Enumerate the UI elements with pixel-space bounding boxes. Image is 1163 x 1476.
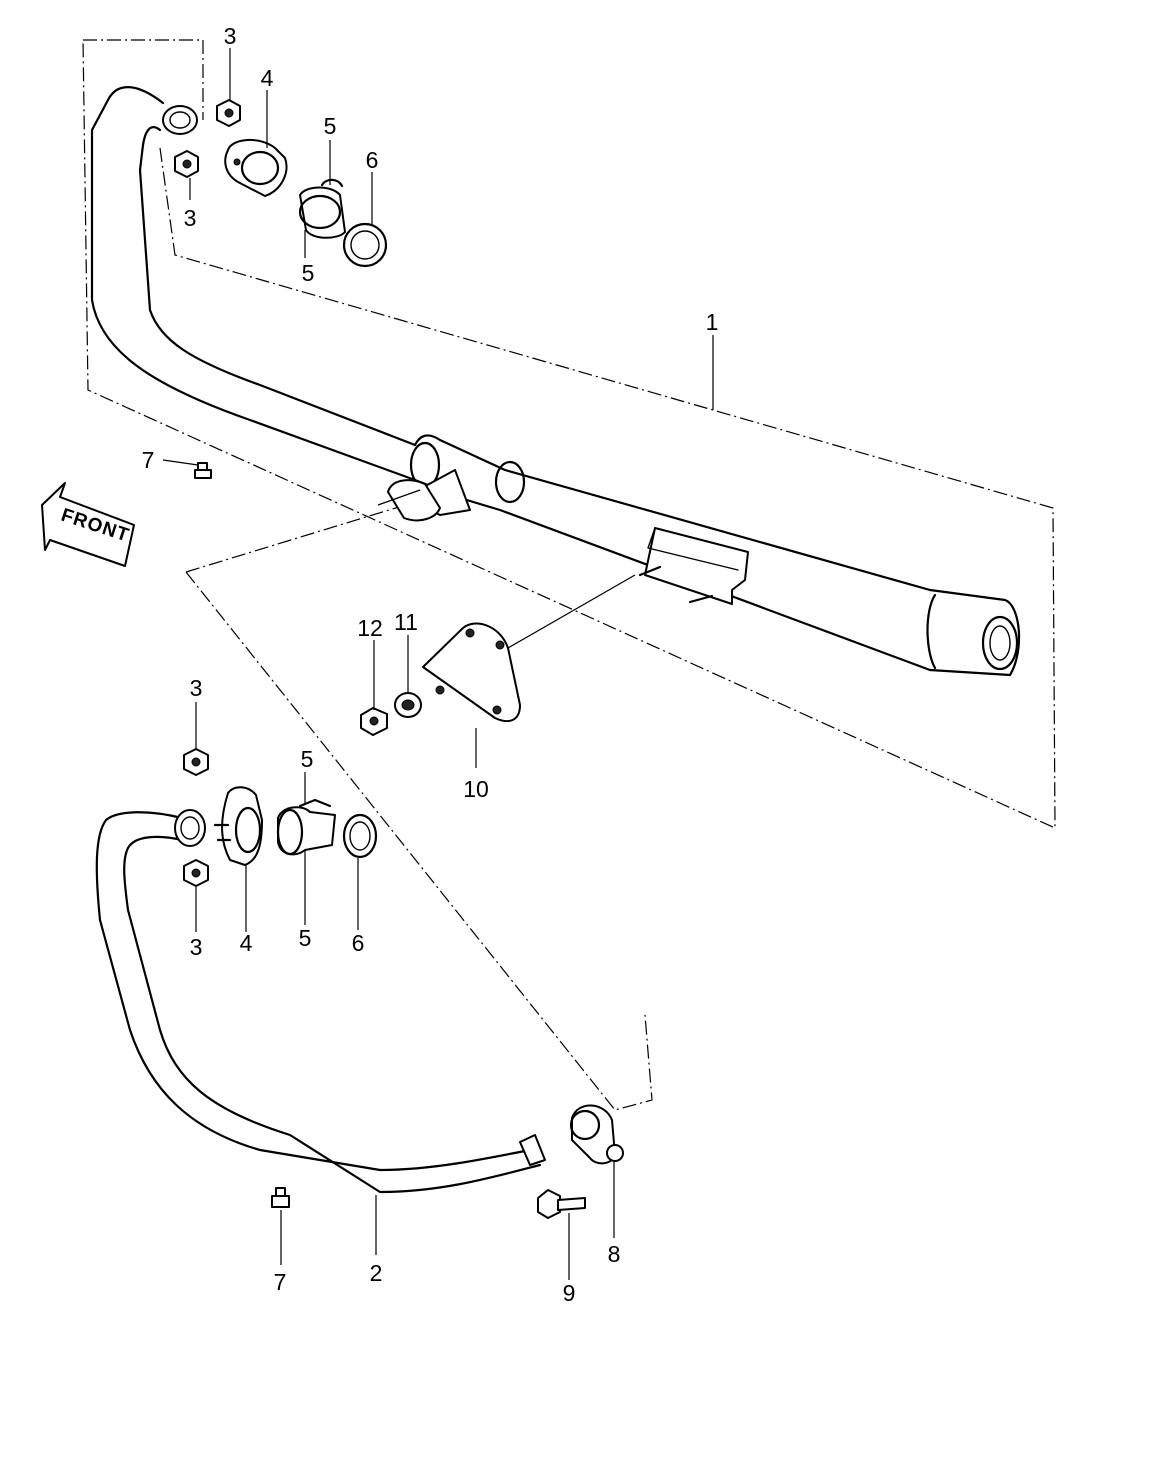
assembly-outline-upper	[82, 39, 1056, 829]
callout-7-upper: 7	[142, 447, 155, 473]
washer-11	[394, 692, 422, 718]
callout-3-top-right: 3	[224, 23, 237, 49]
flange-upper	[224, 139, 288, 197]
pipe-clamp	[569, 1104, 624, 1165]
exhaust-pipe-muffler	[90, 86, 1021, 677]
assembly-outline-lower	[185, 502, 653, 1111]
callout-4-top: 4	[261, 65, 274, 91]
nut-upper-2	[174, 150, 199, 178]
callout-3-lower-bottom: 3	[190, 934, 203, 960]
collet-lower	[276, 798, 336, 856]
nut-upper-1	[216, 99, 241, 127]
callout-3-lower-top: 3	[190, 675, 203, 701]
bolt-lower	[271, 1187, 290, 1208]
callout-2: 2	[370, 1260, 383, 1286]
callout-10: 10	[463, 776, 489, 802]
front-direction-arrow: FRONT	[41, 482, 135, 567]
nut-12	[360, 707, 388, 736]
bolt-upper	[194, 462, 212, 479]
callout-6-lower: 6	[352, 930, 365, 956]
callout-5-lower-bottom: 5	[299, 925, 312, 951]
mounting-bracket	[422, 622, 521, 723]
callout-6-top: 6	[366, 147, 379, 173]
leader-lines	[162, 48, 714, 1280]
gasket-lower	[342, 813, 378, 859]
callout-5-lower-top: 5	[301, 746, 314, 772]
callout-7-lower: 7	[274, 1269, 287, 1295]
callout-4-lower: 4	[240, 930, 253, 956]
callout-8: 8	[608, 1241, 621, 1267]
clamp-bolt	[537, 1189, 586, 1219]
callout-5-top: 5	[324, 113, 337, 139]
callout-11: 11	[394, 609, 418, 635]
gasket-upper	[342, 222, 388, 268]
nut-lower-2	[183, 859, 209, 887]
callout-9: 9	[563, 1280, 576, 1306]
callout-12: 12	[357, 615, 383, 641]
exhaust-pipe-lower	[95, 809, 546, 1194]
callout-3-top-left: 3	[184, 205, 197, 231]
callout-1: 1	[706, 309, 719, 335]
flange-lower	[213, 786, 263, 866]
callout-5-top-lower: 5	[302, 260, 315, 286]
nut-lower-1	[183, 748, 209, 776]
collet-upper	[298, 178, 346, 239]
callout-labels: 1 3 4 5 6 3 5 7 12 11 10 3 5 3 4 5 6 7 2…	[142, 23, 719, 1306]
